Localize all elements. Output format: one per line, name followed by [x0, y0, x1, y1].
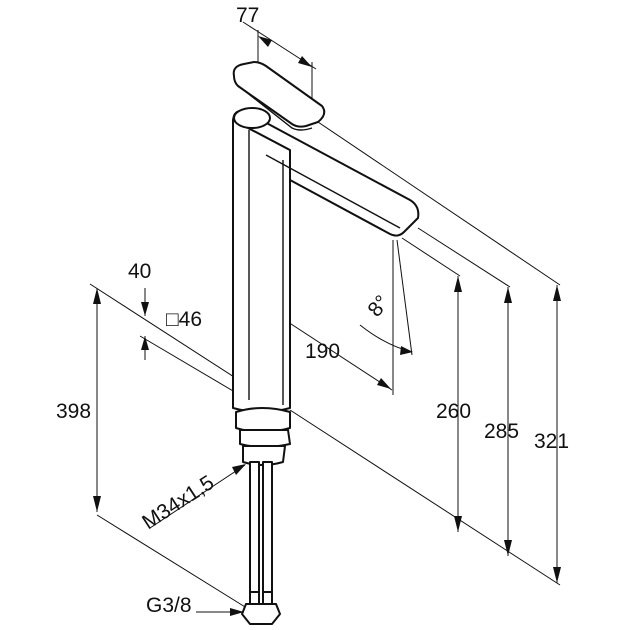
dim-190-label: 190: [305, 340, 340, 363]
faucet: [232, 61, 420, 625]
hose-connection-label: G3/8: [146, 594, 192, 617]
dim-46-label: □46: [166, 308, 202, 331]
dim-321-label: 321: [534, 430, 569, 453]
dim-77-label: 77: [236, 4, 259, 27]
dim-40-label: 40: [128, 260, 151, 283]
thread-label: M34x1,5: [138, 471, 218, 534]
dim-260-label: 260: [436, 400, 471, 423]
dim-8deg-label: 8°: [363, 291, 394, 321]
dim-398-label: 398: [56, 400, 91, 423]
dim-285-label: 285: [484, 420, 519, 443]
